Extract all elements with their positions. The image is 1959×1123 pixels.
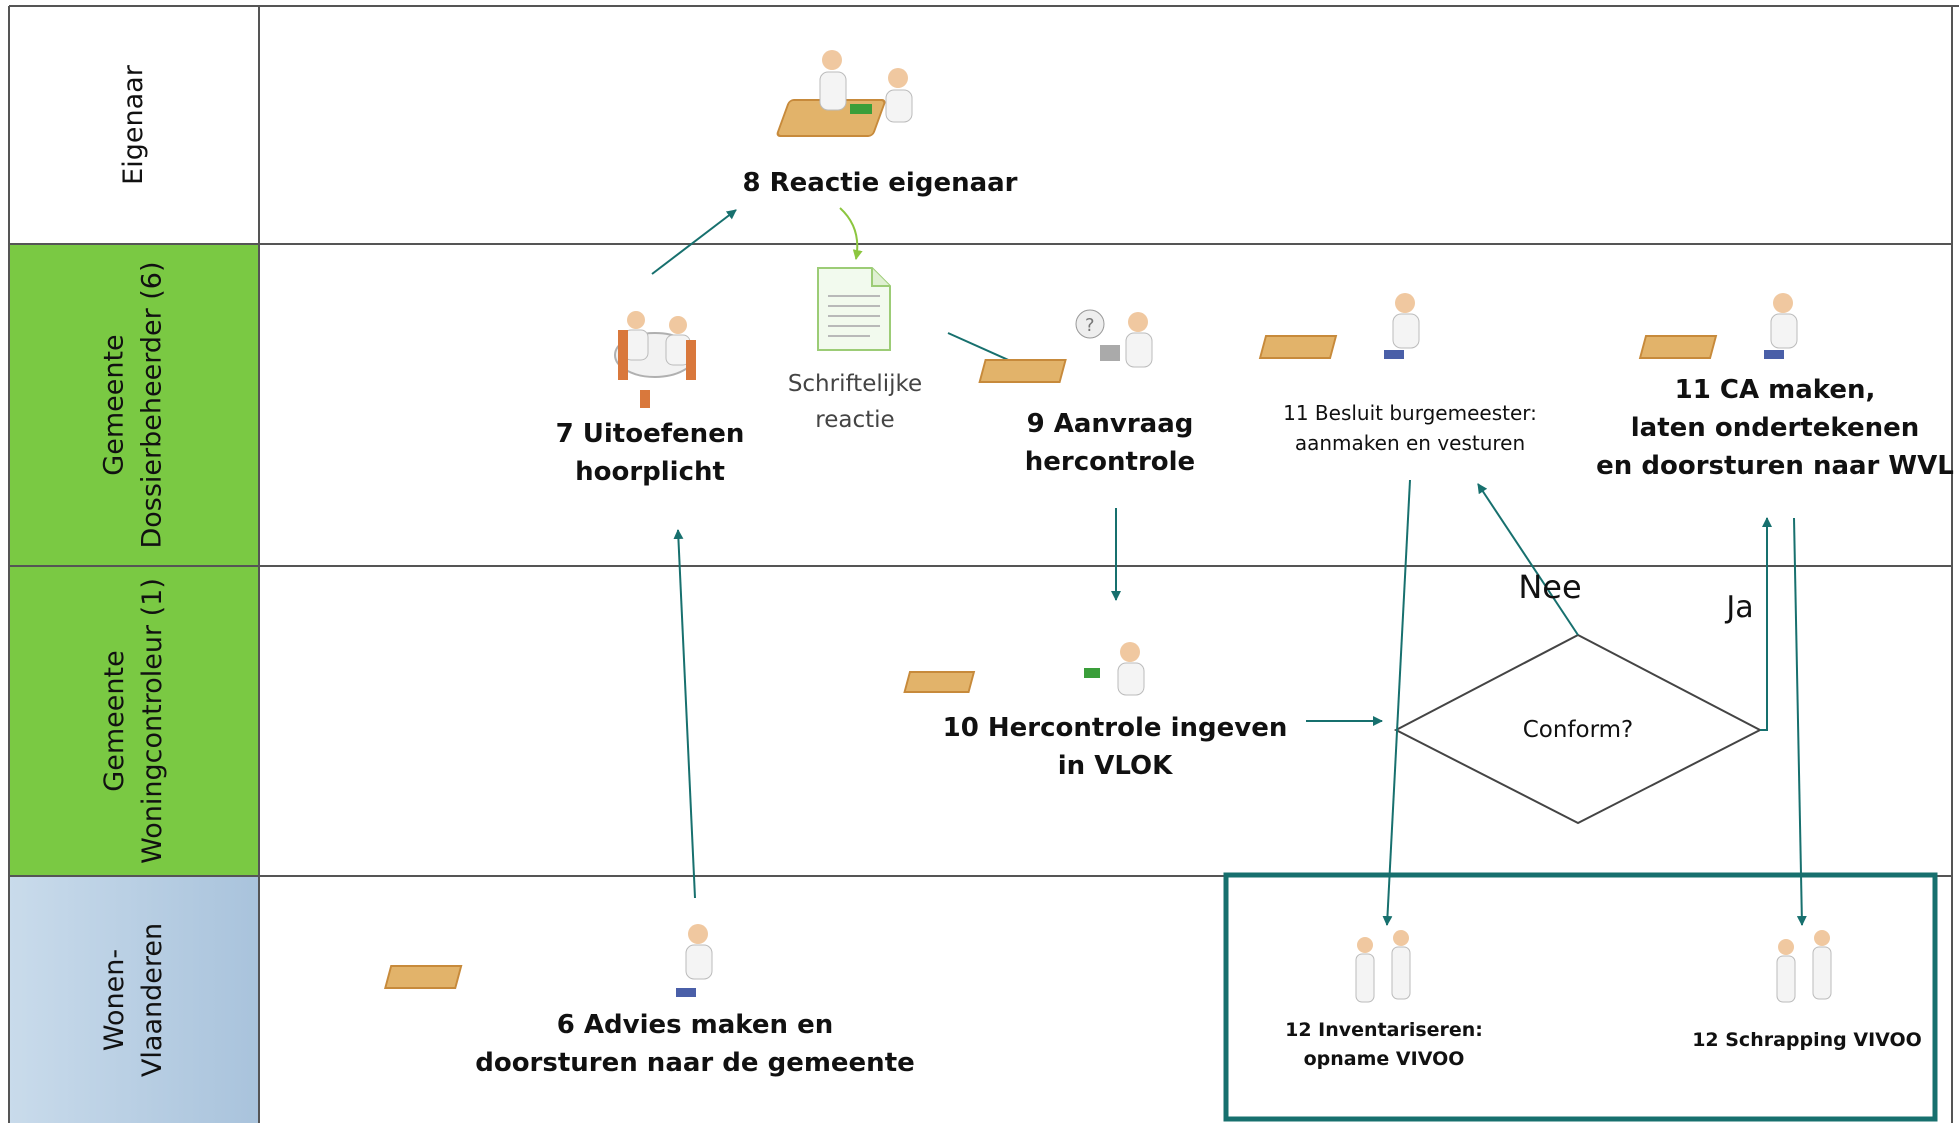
lane-header-woningcontroleur <box>9 566 259 876</box>
arrow-nee-to-11a <box>1477 483 1579 636</box>
arrow-11b-to-12b <box>1793 517 1807 926</box>
handshake-icon <box>1355 930 1411 1003</box>
svg-text:?: ? <box>1085 315 1095 336</box>
step-11a-label: 11 Besluit burgemeester:aanmaken en vest… <box>1283 401 1537 455</box>
document-icon <box>817 267 891 351</box>
arrow-ja-to-11b <box>1760 517 1772 731</box>
step-8-label: 8 Reactie eigenaar <box>742 168 1018 198</box>
arrow-6-to-7 <box>673 529 696 899</box>
desk-worker-icon <box>1258 293 1420 359</box>
question-desk-icon: ? <box>978 309 1153 383</box>
lane-header-dossierbeheerder <box>9 244 259 566</box>
decision-diamond <box>1393 633 1763 825</box>
lane-header-eigenaar <box>9 6 259 244</box>
desk-worker-icon <box>1638 293 1798 359</box>
decision-label: Conform? <box>1522 717 1634 743</box>
step-12a-label: 12 Inventariseren:opname VIVOO <box>1285 1019 1483 1070</box>
desk-worker-icon <box>903 642 1145 696</box>
highlight-box-vivoo <box>1223 872 1938 1122</box>
arrow-8-to-doc <box>839 207 863 260</box>
lane-label-wonen-vlaanderen: Wonen-Vlaanderen <box>99 922 168 1077</box>
arrow-7-to-8 <box>651 209 737 275</box>
arrow-11a-to-12a <box>1382 479 1411 926</box>
handshake-icon <box>1776 930 1832 1003</box>
meeting-table-icon <box>614 311 696 408</box>
step-12b-label: 12 Schrapping VIVOO <box>1692 1029 1922 1051</box>
meeting-people-icon <box>776 50 913 137</box>
lane-label-eigenaar: Eigenaar <box>118 65 149 185</box>
lane-header-wonen-vlaanderen <box>9 876 259 1123</box>
decision-yes-label: Ja <box>1726 590 1754 625</box>
desk-worker-icon <box>383 924 713 997</box>
lane-grid <box>8 5 1959 1123</box>
decision-no-label: Nee <box>1518 568 1582 606</box>
